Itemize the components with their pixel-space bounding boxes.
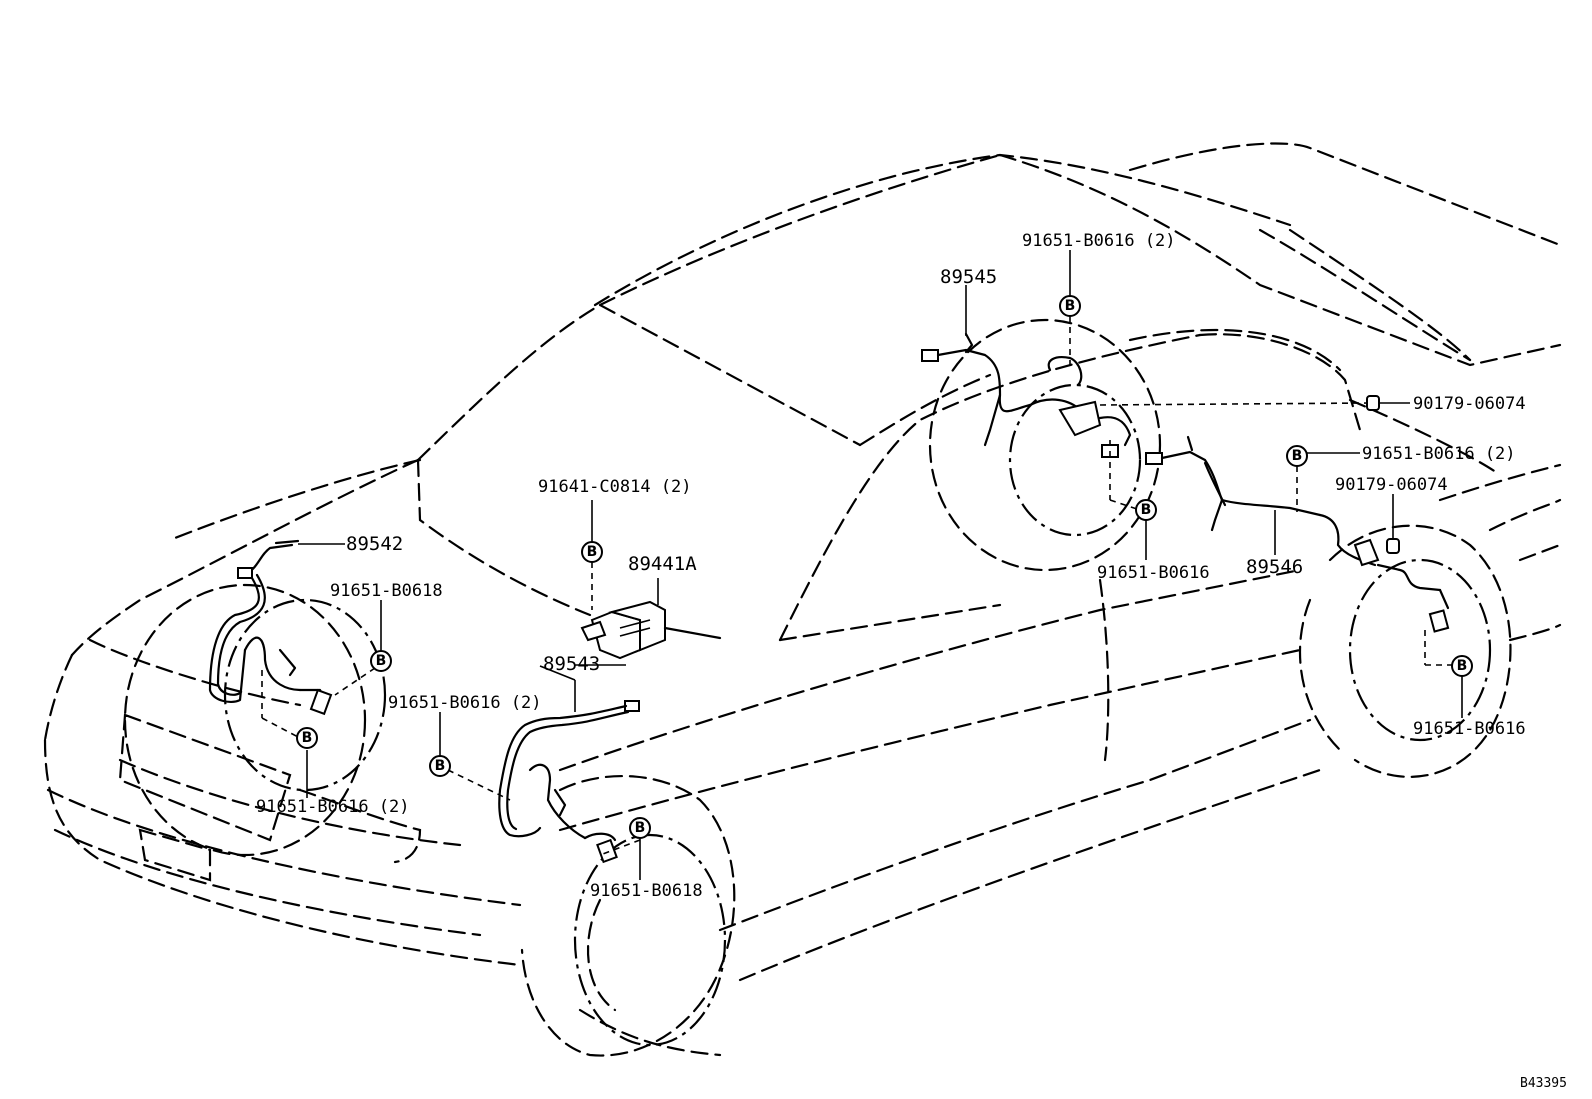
bolt-markers: B B B B B B B B B	[296, 295, 1473, 839]
rear-left-wheel	[1298, 524, 1512, 778]
bolt-marker[interactable]: B	[581, 541, 603, 563]
label-90179-06074[interactable]: 90179-06074	[1413, 394, 1526, 414]
bolt-marker[interactable]: B	[296, 727, 318, 749]
svg-text:B: B	[1292, 448, 1303, 464]
label-91641-C0814-2[interactable]: 91641-C0814 (2)	[538, 477, 692, 497]
nut-90179-06074-b[interactable]	[1386, 538, 1400, 554]
part-labels: 89542 91651-B0618 91651-B0616 (2) 91641-…	[256, 231, 1526, 901]
front-left-wheel	[123, 583, 387, 857]
svg-text:B: B	[1065, 298, 1076, 314]
label-89543[interactable]: 89543	[543, 653, 600, 675]
bolt-marker[interactable]: B	[429, 755, 451, 777]
label-91651-B0616[interactable]: 91651-B0616	[1413, 719, 1526, 739]
bolt-marker[interactable]: B	[370, 650, 392, 672]
svg-text:B: B	[587, 544, 598, 560]
car-body-outline	[43, 142, 1562, 1057]
svg-text:B: B	[1141, 502, 1152, 518]
label-89545[interactable]: 89545	[940, 266, 997, 288]
actuator-89441A[interactable]	[580, 600, 722, 660]
sensor-89543[interactable]	[498, 700, 640, 864]
svg-text:B: B	[435, 758, 446, 774]
label-91651-B0616-2[interactable]: 91651-B0616 (2)	[256, 797, 410, 817]
bolt-marker[interactable]: B	[629, 817, 651, 839]
label-91651-B0616-2[interactable]: 91651-B0616 (2)	[1362, 444, 1516, 464]
leader-lines	[261, 250, 1463, 880]
label-91651-B0616-2[interactable]: 91651-B0616 (2)	[1022, 231, 1176, 251]
rear-right-wheel	[928, 318, 1162, 572]
svg-text:B: B	[1457, 658, 1468, 674]
sensor-89545[interactable]	[921, 332, 1132, 458]
bolt-marker[interactable]: B	[1286, 445, 1308, 467]
sensor-89546[interactable]	[1145, 435, 1450, 633]
svg-text:B: B	[376, 653, 387, 669]
label-91651-B0618[interactable]: 91651-B0618	[330, 581, 443, 601]
bolt-marker[interactable]: B	[1059, 295, 1081, 317]
svg-text:B: B	[302, 730, 313, 746]
bolt-marker[interactable]: B	[1135, 499, 1157, 521]
label-91651-B0618[interactable]: 91651-B0618	[590, 881, 703, 901]
label-89546[interactable]: 89546	[1246, 556, 1303, 578]
bolt-marker[interactable]: B	[1451, 655, 1473, 677]
label-91651-B0616[interactable]: 91651-B0616	[1097, 563, 1210, 583]
figure-code: B43395	[1520, 1076, 1567, 1091]
label-91651-B0616-2[interactable]: 91651-B0616 (2)	[388, 693, 542, 713]
label-89441A[interactable]: 89441A	[628, 553, 697, 575]
nut-90179-06074-a[interactable]	[1366, 395, 1380, 411]
front-right-wheel	[520, 774, 736, 1057]
label-89542[interactable]: 89542	[346, 533, 403, 555]
sensor-89542[interactable]	[208, 539, 333, 716]
svg-text:B: B	[635, 820, 646, 836]
label-90179-06074[interactable]: 90179-06074	[1335, 475, 1448, 495]
